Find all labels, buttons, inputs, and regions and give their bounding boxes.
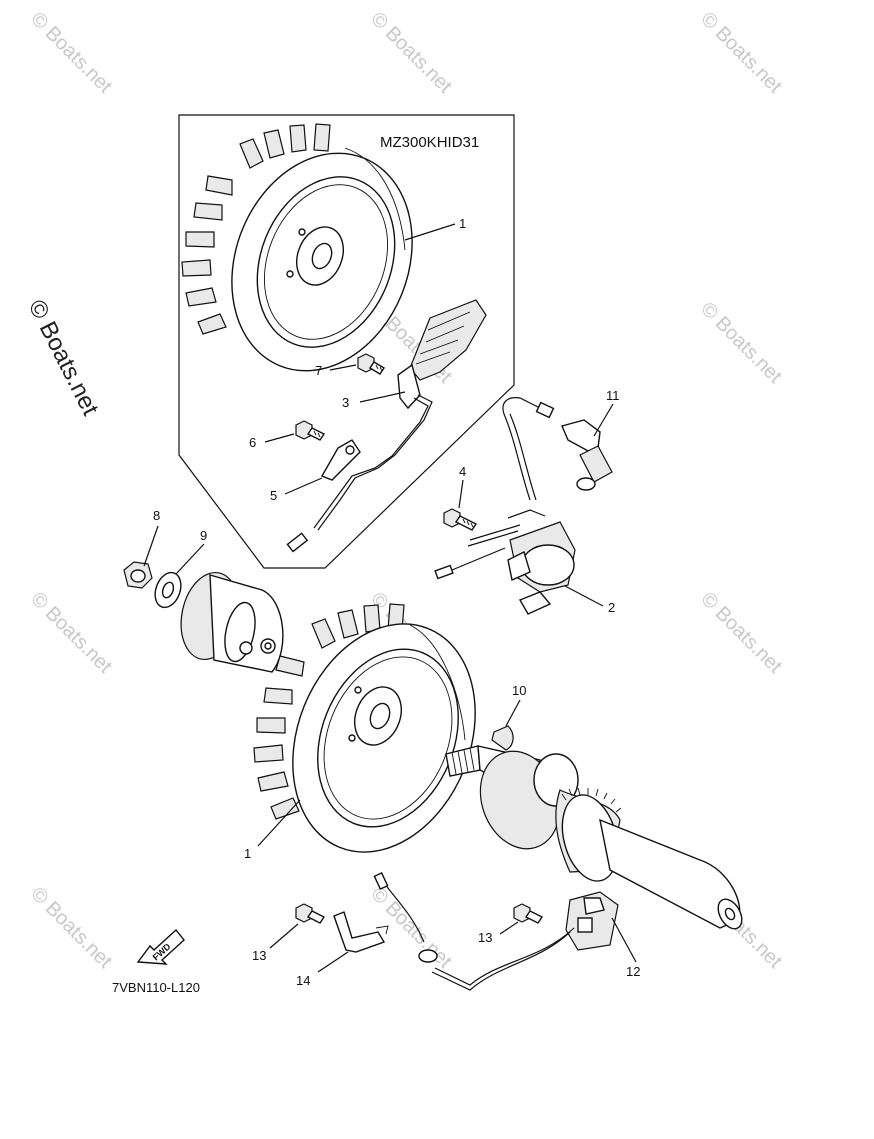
watermark: © Boats.net	[26, 8, 116, 98]
plug-cap-11	[561, 419, 613, 491]
fwd-arrow-icon: FWD	[136, 928, 185, 965]
callout-14: 14	[296, 973, 310, 988]
leader-9	[175, 543, 205, 575]
leader-13-right	[499, 921, 519, 935]
callout-11: 11	[606, 388, 620, 403]
bolt-6	[295, 420, 326, 441]
nut-8	[123, 561, 153, 589]
leader-11	[593, 403, 614, 437]
callout-12: 12	[626, 964, 640, 979]
leader-3	[359, 391, 406, 403]
watermark: © Boats.net	[26, 883, 116, 973]
leader-12	[611, 917, 637, 963]
drawing-code: 7VBN110-L120	[112, 980, 200, 995]
leader-1-bottom	[257, 799, 301, 847]
watermark: © Boats.net	[366, 883, 456, 973]
flywheel-top	[181, 123, 413, 372]
bracket-14	[333, 911, 389, 953]
pulser-coil	[286, 299, 487, 553]
callout-5: 5	[270, 488, 277, 503]
leader-6	[264, 433, 295, 443]
watermark: © Boats.net	[366, 8, 456, 98]
bolt-13-right	[513, 903, 544, 924]
crankshaft	[445, 745, 743, 930]
leader-14	[317, 951, 349, 973]
bolt-7	[357, 353, 385, 375]
callout-13-left: 13	[252, 948, 266, 963]
watermark: © Boats.net	[696, 8, 786, 98]
callout-9: 9	[200, 528, 207, 543]
callout-10: 10	[512, 683, 526, 698]
watermark: © Boats.net	[26, 588, 116, 678]
leader-4	[458, 479, 464, 509]
woodruff-key-10	[491, 725, 514, 751]
sensor-12	[373, 872, 619, 991]
callout-2: 2	[608, 600, 615, 615]
clamp-5	[320, 439, 361, 481]
side-watermark: © Boats.net	[23, 295, 104, 420]
leader-10	[505, 699, 521, 727]
callout-13-right: 13	[478, 930, 492, 945]
leader-13-left	[269, 923, 299, 949]
ignition-coil	[434, 397, 576, 615]
leader-8	[143, 525, 159, 567]
callout-7: 7	[315, 363, 322, 378]
leader-2	[564, 585, 604, 607]
callout-1-top: 1	[459, 216, 466, 231]
callout-3: 3	[342, 395, 349, 410]
leader-5	[284, 477, 323, 495]
watermark: © Boats.net	[696, 588, 786, 678]
watermark: © Boats.net	[696, 298, 786, 388]
callout-4: 4	[459, 464, 466, 479]
leader-7	[329, 364, 357, 371]
callout-1-bottom: 1	[244, 846, 251, 861]
leader-1-top	[404, 223, 456, 241]
bolt-4	[443, 508, 478, 531]
flywheel-bottom	[253, 603, 476, 853]
callout-6: 6	[249, 435, 256, 450]
callout-8: 8	[153, 508, 160, 523]
bolt-13-left	[295, 903, 326, 924]
kit-boundary	[178, 114, 515, 569]
kit-code: MZ300KHID31	[380, 134, 479, 151]
starter-pulley	[180, 571, 284, 673]
washer-9	[154, 571, 182, 609]
